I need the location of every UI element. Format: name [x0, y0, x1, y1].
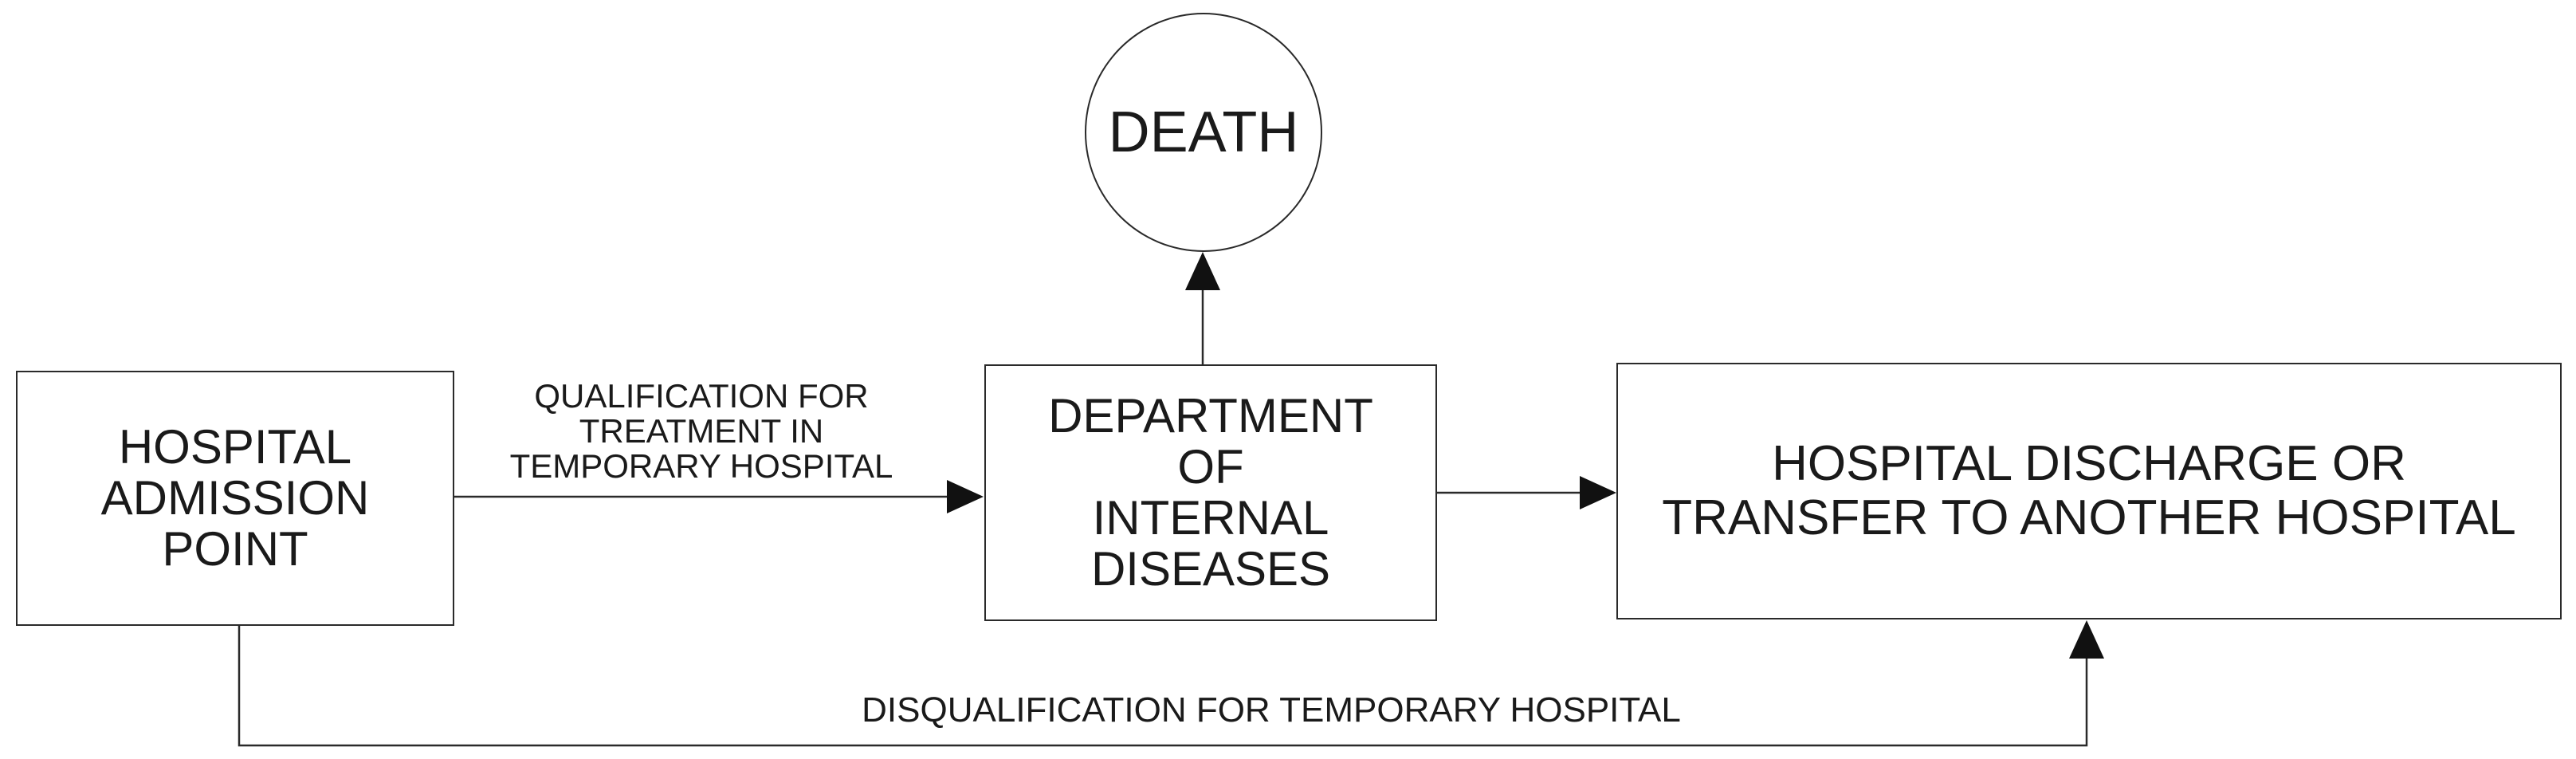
node-hospital-admission-point-label: HOSPITAL ADMISSION POINT [100, 420, 370, 576]
node-death: DEATH [1085, 13, 1322, 252]
arrowhead-admission-to-discharge [2069, 620, 2104, 659]
node-hospital-discharge-or-transfer-label: HOSPITAL DISCHARGE OR TRANSFER TO ANOTHE… [1662, 436, 2516, 545]
arrowhead-internal-to-death [1185, 252, 1220, 290]
node-department-internal-diseases-label: DEPARTMENT OF INTERNAL DISEASES [1048, 389, 1373, 596]
edge-label-disqualification: DISQUALIFICATION FOR TEMPORARY HOSPITAL [862, 690, 1681, 730]
edge-label-qualification: QUALIFICATION FOR TREATMENT IN TEMPORARY… [509, 377, 893, 485]
edge-admission-to-discharge [238, 626, 2088, 747]
arrowhead-internal-to-discharge [1580, 476, 1616, 509]
node-death-label: DEATH [1108, 100, 1299, 164]
node-hospital-admission-point: HOSPITAL ADMISSION POINT [16, 371, 454, 626]
arrowhead-admission-to-internal [947, 480, 984, 513]
node-hospital-discharge-or-transfer: HOSPITAL DISCHARGE OR TRANSFER TO ANOTHE… [1616, 363, 2562, 619]
node-department-internal-diseases: DEPARTMENT OF INTERNAL DISEASES [984, 364, 1437, 621]
